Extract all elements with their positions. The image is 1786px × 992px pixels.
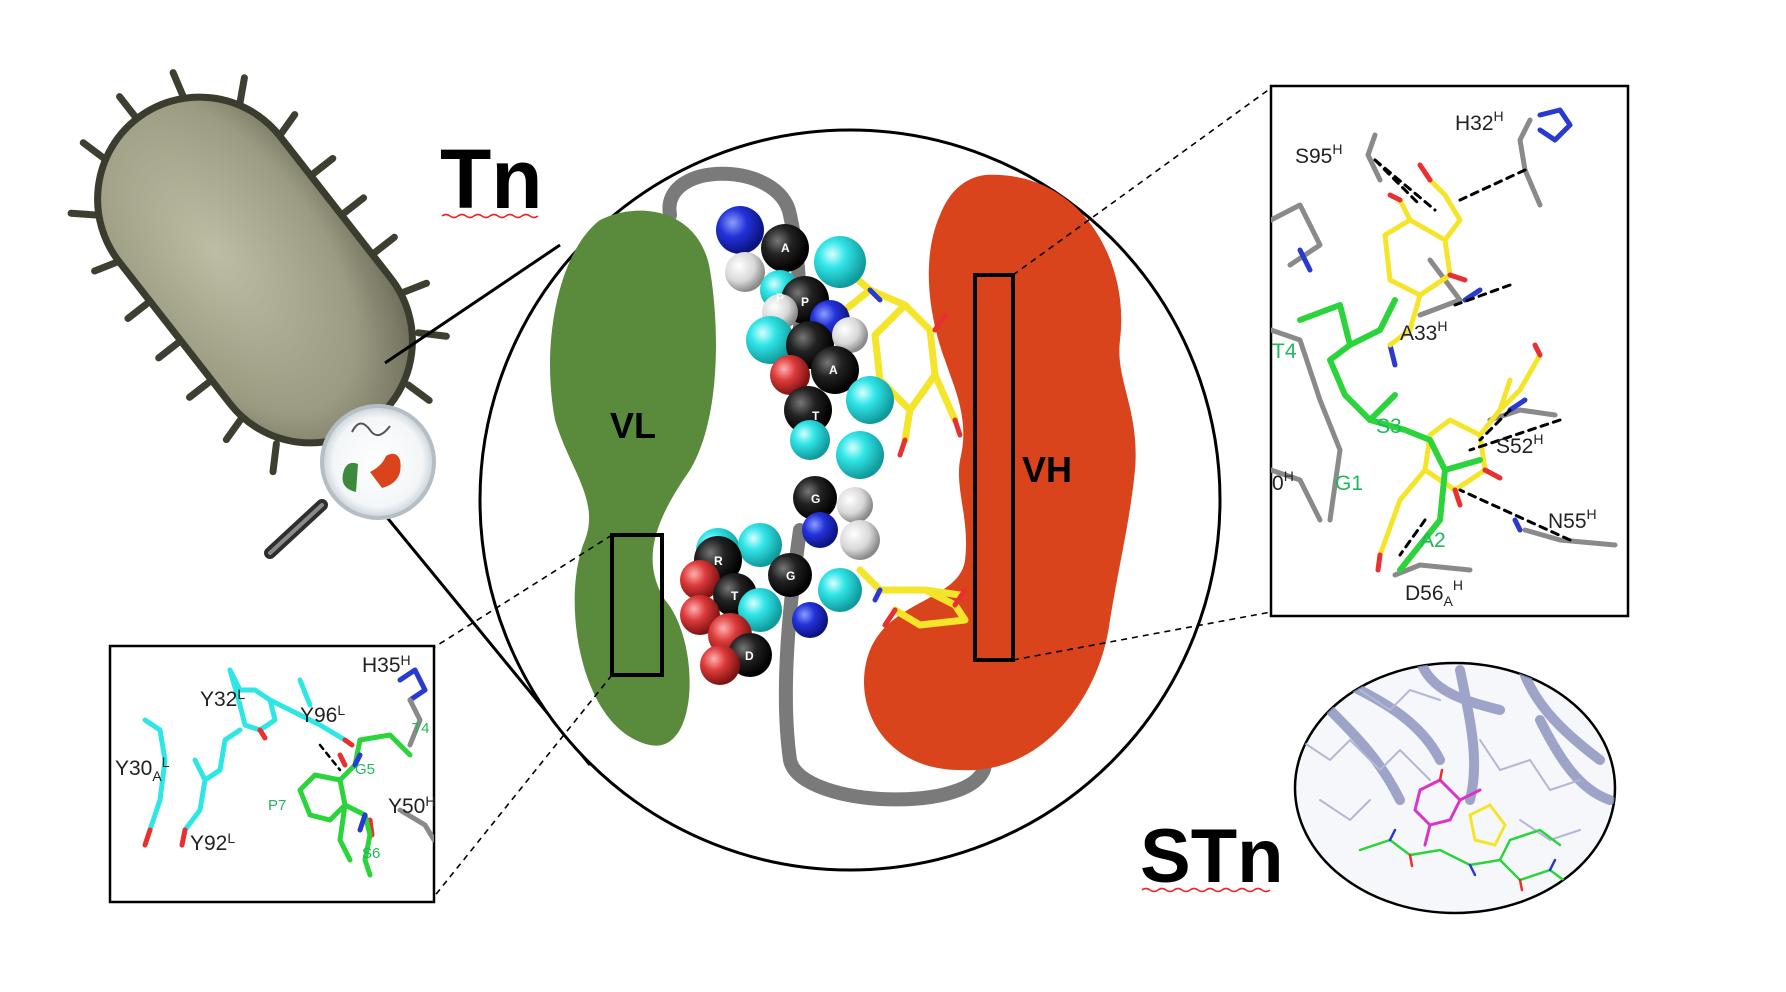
residue-label: G bbox=[786, 569, 795, 583]
vh-detail-panel: S95H H32H A33H T4 S3 S52H G1 N55H A2 D56… bbox=[1269, 84, 1630, 618]
label-a2: A2 bbox=[1420, 529, 1446, 552]
residue-label: A bbox=[781, 241, 790, 255]
label-y30: Y30AL bbox=[115, 754, 170, 784]
label-y50: Y50H bbox=[388, 793, 436, 818]
peptide-residue-letters: A P P A T G S G T R D bbox=[714, 241, 838, 663]
label-y32: Y32L bbox=[200, 686, 245, 711]
connector-lines bbox=[432, 87, 1272, 899]
label-n55: N55H bbox=[1548, 506, 1597, 533]
residue-label: P bbox=[776, 291, 784, 305]
residue-label: D bbox=[745, 649, 754, 663]
residue-label: T bbox=[812, 409, 820, 423]
vh-binding-site-box bbox=[973, 273, 1015, 662]
residue-label: G bbox=[811, 492, 820, 506]
label-h35: H35H bbox=[362, 652, 411, 677]
vl-binding-site-box bbox=[610, 533, 664, 677]
residue-label: S bbox=[808, 547, 816, 561]
vh-label: VH bbox=[1022, 449, 1072, 490]
label-y96: Y96L bbox=[300, 702, 345, 727]
residue-label: A bbox=[829, 363, 838, 377]
label-p7: P7 bbox=[268, 797, 286, 814]
label-g1: G1 bbox=[1335, 472, 1363, 495]
stn-heading: STn bbox=[1140, 814, 1284, 899]
label-s3: S3 bbox=[1376, 415, 1402, 438]
label-h32: H32H bbox=[1455, 108, 1504, 135]
peptide-spheres bbox=[680, 206, 894, 685]
stn-structure-ellipse bbox=[1293, 661, 1617, 915]
bacterium-illustration bbox=[67, 69, 450, 476]
label-d56: D56AH bbox=[1405, 577, 1463, 609]
label-partial-residue: 0H bbox=[1272, 468, 1294, 495]
label-t4: T4 bbox=[1272, 340, 1297, 363]
label-t4-left: T4 bbox=[412, 720, 430, 737]
vl-domain bbox=[550, 210, 716, 746]
label-a33: A33H bbox=[1400, 318, 1448, 345]
tn-heading: Tn bbox=[440, 132, 543, 226]
residue-label: P bbox=[801, 295, 809, 309]
tn-underline bbox=[441, 213, 539, 219]
label-s52: S52H bbox=[1496, 431, 1544, 458]
residue-label: R bbox=[714, 554, 723, 568]
vl-detail-panel: H35H Y32L Y96L T4 G5 Y30AL P7 Y50H Y92L … bbox=[108, 644, 436, 904]
label-s6: S6 bbox=[362, 845, 380, 862]
magnifier-icon bbox=[264, 404, 436, 559]
label-y92: Y92L bbox=[190, 830, 235, 855]
antibody-complex-circle: VL VH bbox=[478, 128, 1222, 872]
label-s95: S95H bbox=[1295, 141, 1343, 168]
vl-label: VL bbox=[610, 405, 656, 446]
glycan-sticks bbox=[832, 261, 969, 629]
residue-label: T bbox=[731, 589, 739, 603]
stn-underline bbox=[1141, 887, 1271, 893]
label-g5: G5 bbox=[355, 761, 375, 778]
